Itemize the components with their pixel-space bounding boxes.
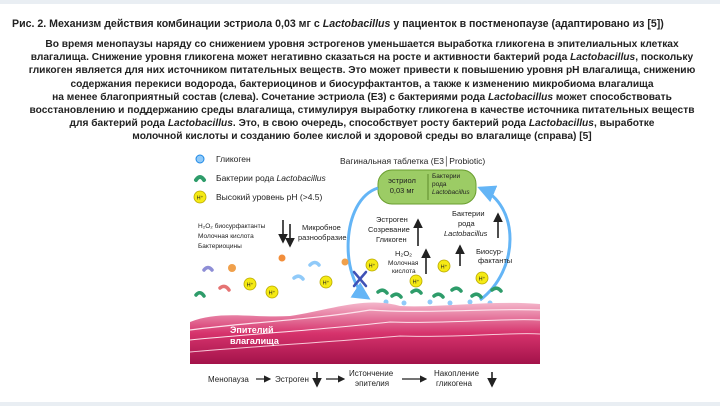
description-line: на менее благоприятный состав (слева). С… [12,91,712,104]
legend-h-ion-label: H⁺ [197,195,204,202]
tablet-bacteria-line1: Бактерии [432,173,461,180]
right-h2o2: H₂O₂ [395,249,412,258]
h-ion-right-2: H⁺ [413,279,420,286]
tablet-estriol-line2: 0,03 мг [390,186,415,195]
flow-step2: Эстроген [275,375,309,384]
h-ion-left-1: H⁺ [247,282,254,289]
right-bacteria-line2: рода [458,219,476,228]
h-ion-right-3: H⁺ [441,264,448,271]
description-line: для бактерий рода Lactobacillus. Это, в … [12,117,712,130]
figure-description: Во время менопаузы наряду со снижением у… [12,38,712,144]
vaginal-tablet: эстриол 0,03 мг Бактерии рода Lactobacil… [377,169,477,205]
figure-caption-label: Рис. 2. [12,18,47,30]
description-line: восстановлению и поддержанию среды влага… [12,104,712,117]
epithelium-line1: Эпителий [230,325,274,335]
right-biosurf-line2: фактанты [478,256,512,265]
flow-step3-line2: эпителия [355,379,389,388]
figure-caption-italic: Lactobacillus [322,18,391,30]
figure-caption-text: Механизм действия комбинации эстриола 0,… [46,18,323,30]
figure-caption: Рис. 2. Механизм действия комбинации эст… [12,18,712,30]
left-diversity-line2: разнообразие [298,233,347,242]
right-bacteria-line3: Lactobacillus [444,229,488,238]
description-text: влагалища. Снижение уровня гликогена мож… [30,52,571,64]
description-italic: Lactobacillus [167,118,233,130]
right-estrogen-line3: Гликоген [376,235,407,244]
description-text: может способствовать [553,91,672,103]
right-estrogen-line2: Созревание [368,225,410,234]
glycogen-icon [195,154,205,164]
description-line: гликоген является для них источником пит… [12,64,712,77]
tablet-bacteria-line3: Lactobacillus [432,189,470,196]
left-factors-line3: Бактериоцины [198,243,242,250]
tablet-estriol-line1: эстриол [388,176,416,185]
h-ion-icon [193,190,207,204]
description-text: , выработке [593,118,655,130]
description-text: , поскольку [635,52,694,64]
description-italic: Lactobacillus [570,52,636,64]
description-line: содержания перекиси водорода, бактериоци… [12,78,712,91]
description-line: молочной кислоты и созданию более кислой… [12,130,712,143]
flow-step3-line1: Истончение [349,369,394,378]
legend: Гликоген Бактерии рода Lactobacillus H⁺ … [193,154,326,204]
h-ion-left-3: H⁺ [323,280,330,287]
legend-high-ph: Высокий уровень pH (>4.5) [216,192,323,202]
right-lactic-line2: кислота [392,268,416,275]
epithelium-line2: влагалища [230,336,280,346]
description-text: для бактерий рода [69,118,168,130]
description-text: содержания перекиси водорода, бактериоци… [70,78,654,90]
right-estrogen-line1: Эстроген [376,215,408,224]
description-italic: Lactobacillus [487,91,554,103]
left-diversity-line1: Микробное [302,223,341,232]
h-ion-left-2: H⁺ [269,290,276,297]
bottom-frame-bar [0,402,720,406]
left-factors-line1: H₂O₂ биосурфактанты [198,222,266,230]
bottom-flow: Менопауза Эстроген Истончение эпителия Н… [208,369,497,388]
right-bacteria-line1: Бактерии [452,209,485,218]
description-text: . Это, в свою очередь, способствует рост… [232,118,529,130]
circulation-loop-left [346,186,379,300]
description-text: на менее благоприятный состав (слева). С… [52,91,488,103]
lactobacillus-icon [194,175,206,182]
legend-bacteria-prefix: Бактерии рода [216,173,277,183]
tablet-title: Вагинальная таблетка (E3│Probiotic) [340,156,485,167]
mechanism-illustration: Гликоген Бактерии рода Lactobacillus H⁺ … [190,150,540,402]
flow-step4-line1: Накопление [434,369,480,378]
legend-glycogen: Гликоген [216,154,251,164]
left-factors-line2: Молочная кислота [198,233,254,240]
left-particles: H⁺ H⁺ H⁺ [194,254,368,299]
top-frame-bar [0,0,720,4]
tablet-bacteria-line2: рода [432,181,447,188]
flow-step4-line2: гликогена [436,379,473,388]
h-ion-right-4: H⁺ [479,276,486,283]
flow-step1: Менопауза [208,375,249,384]
right-particles: H⁺ H⁺ H⁺ H⁺ [365,258,503,306]
description-line: влагалища. Снижение уровня гликогена мож… [12,51,712,64]
right-biosurf-line1: Биосур- [476,247,504,256]
description-text: молочной кислоты и созданию более кислой… [132,131,592,143]
legend-bacteria: Бактерии рода Lactobacillus [216,173,326,183]
description-text: восстановлению и поддержанию среды влага… [29,105,695,117]
legend-bacteria-italic: Lactobacillus [277,173,327,183]
h-ion-right-1: H⁺ [369,263,376,270]
description-text: Во время менопаузы наряду со снижением у… [45,39,679,50]
description-text: гликоген является для них источником пит… [28,65,696,77]
right-lactic-line1: Молочная [388,260,419,267]
description-italic: Lactobacillus [528,118,594,130]
vaginal-epithelium: Эпителий влагалища [190,302,540,364]
figure-caption-tail: у пациенток в постменопаузе (адаптирован… [390,18,664,30]
description-line: Во время менопаузы наряду со снижением у… [12,38,712,51]
